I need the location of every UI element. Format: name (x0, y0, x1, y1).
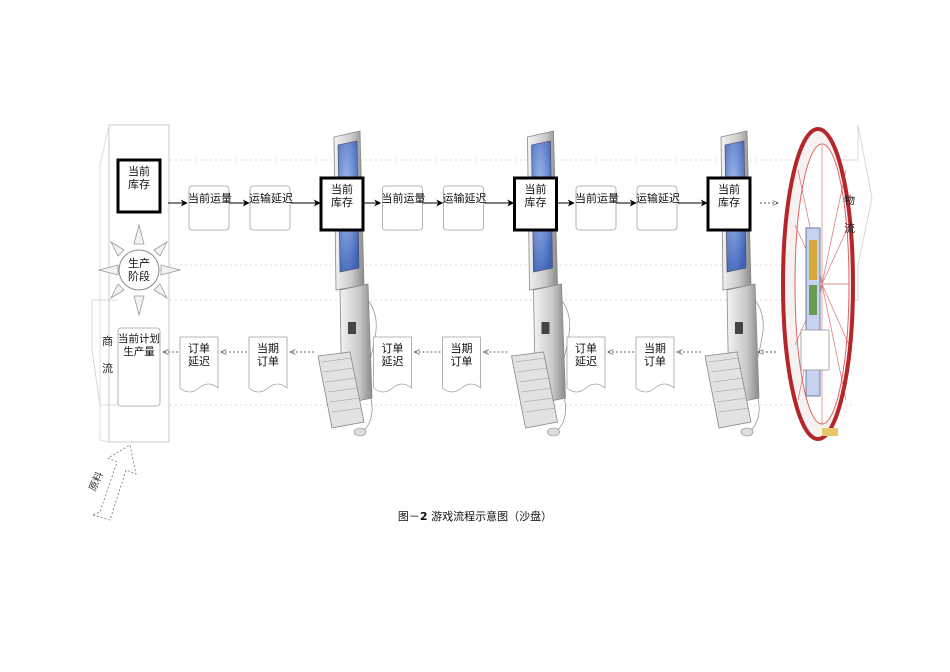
factory-panel (99, 124, 170, 443)
order-delay-box (179, 336, 219, 393)
transit-box (188, 185, 230, 231)
current-order-label: 当期 订单 (450, 342, 473, 368)
transport-delay-box (249, 185, 291, 231)
computer-icon (704, 130, 764, 437)
inventory-box (706, 176, 752, 232)
inventory-box (319, 176, 365, 232)
production-stage-icon (97, 223, 182, 317)
transport-delay-label: 运输延迟 (442, 192, 487, 205)
transit-label: 当前运量 (381, 192, 426, 205)
figure-caption: 图－2 游戏流程示意图（沙盘） (0, 508, 950, 524)
current-order-box (442, 336, 481, 393)
inventory-label: 当前 库存 (331, 183, 353, 209)
caption-number: 2 (419, 510, 428, 523)
inventory-box (513, 176, 558, 232)
transport-delay-box (443, 185, 484, 231)
commerce-label-2: 流 (102, 362, 113, 375)
customer-wheel-icon (781, 127, 855, 441)
transport-delay-label: 运输延迟 (636, 192, 680, 205)
factory-plan-box (117, 327, 161, 407)
current-order-label: 当期 订单 (257, 342, 279, 368)
factory-plan-label: 当前计划 生产量 (118, 333, 160, 358)
commerce-label-1: 商 (102, 335, 113, 348)
inventory-label: 当前 库存 (718, 183, 740, 209)
order-delay-label: 订单 延迟 (575, 342, 597, 368)
transit-box (575, 185, 617, 231)
transport-delay-label: 运输延迟 (249, 192, 293, 205)
caption-text: 游戏流程示意图（沙盘） (427, 510, 553, 523)
transit-box (382, 185, 423, 231)
raw-material-arrow (91, 444, 137, 521)
logistics-label-2: 流 (844, 222, 855, 235)
caption-prefix: 图－ (397, 510, 420, 523)
commerce-wing (91, 299, 118, 406)
factory-inventory-label: 当前 库存 (128, 165, 150, 191)
computer-icon (511, 130, 571, 437)
order-delay-label: 订单 延迟 (188, 342, 210, 368)
factory-inventory-box (116, 158, 162, 214)
logistics-wing (838, 124, 873, 301)
current-order-label: 当期 订单 (644, 342, 666, 368)
current-order-box (635, 336, 675, 393)
inventory-label: 当前 库存 (524, 183, 547, 209)
order-delay-box (566, 336, 606, 393)
nodes-layer (163, 130, 764, 437)
production-stage-label: 生产 阶段 (128, 257, 150, 283)
transit-label: 当前运量 (188, 192, 232, 205)
order-delay-box (373, 336, 412, 393)
order-delay-label: 订单 延迟 (381, 342, 404, 368)
logistics-label-1: 物 (844, 194, 855, 207)
transport-delay-box (636, 185, 678, 231)
current-order-box (248, 336, 288, 393)
transit-label: 当前运量 (575, 192, 619, 205)
